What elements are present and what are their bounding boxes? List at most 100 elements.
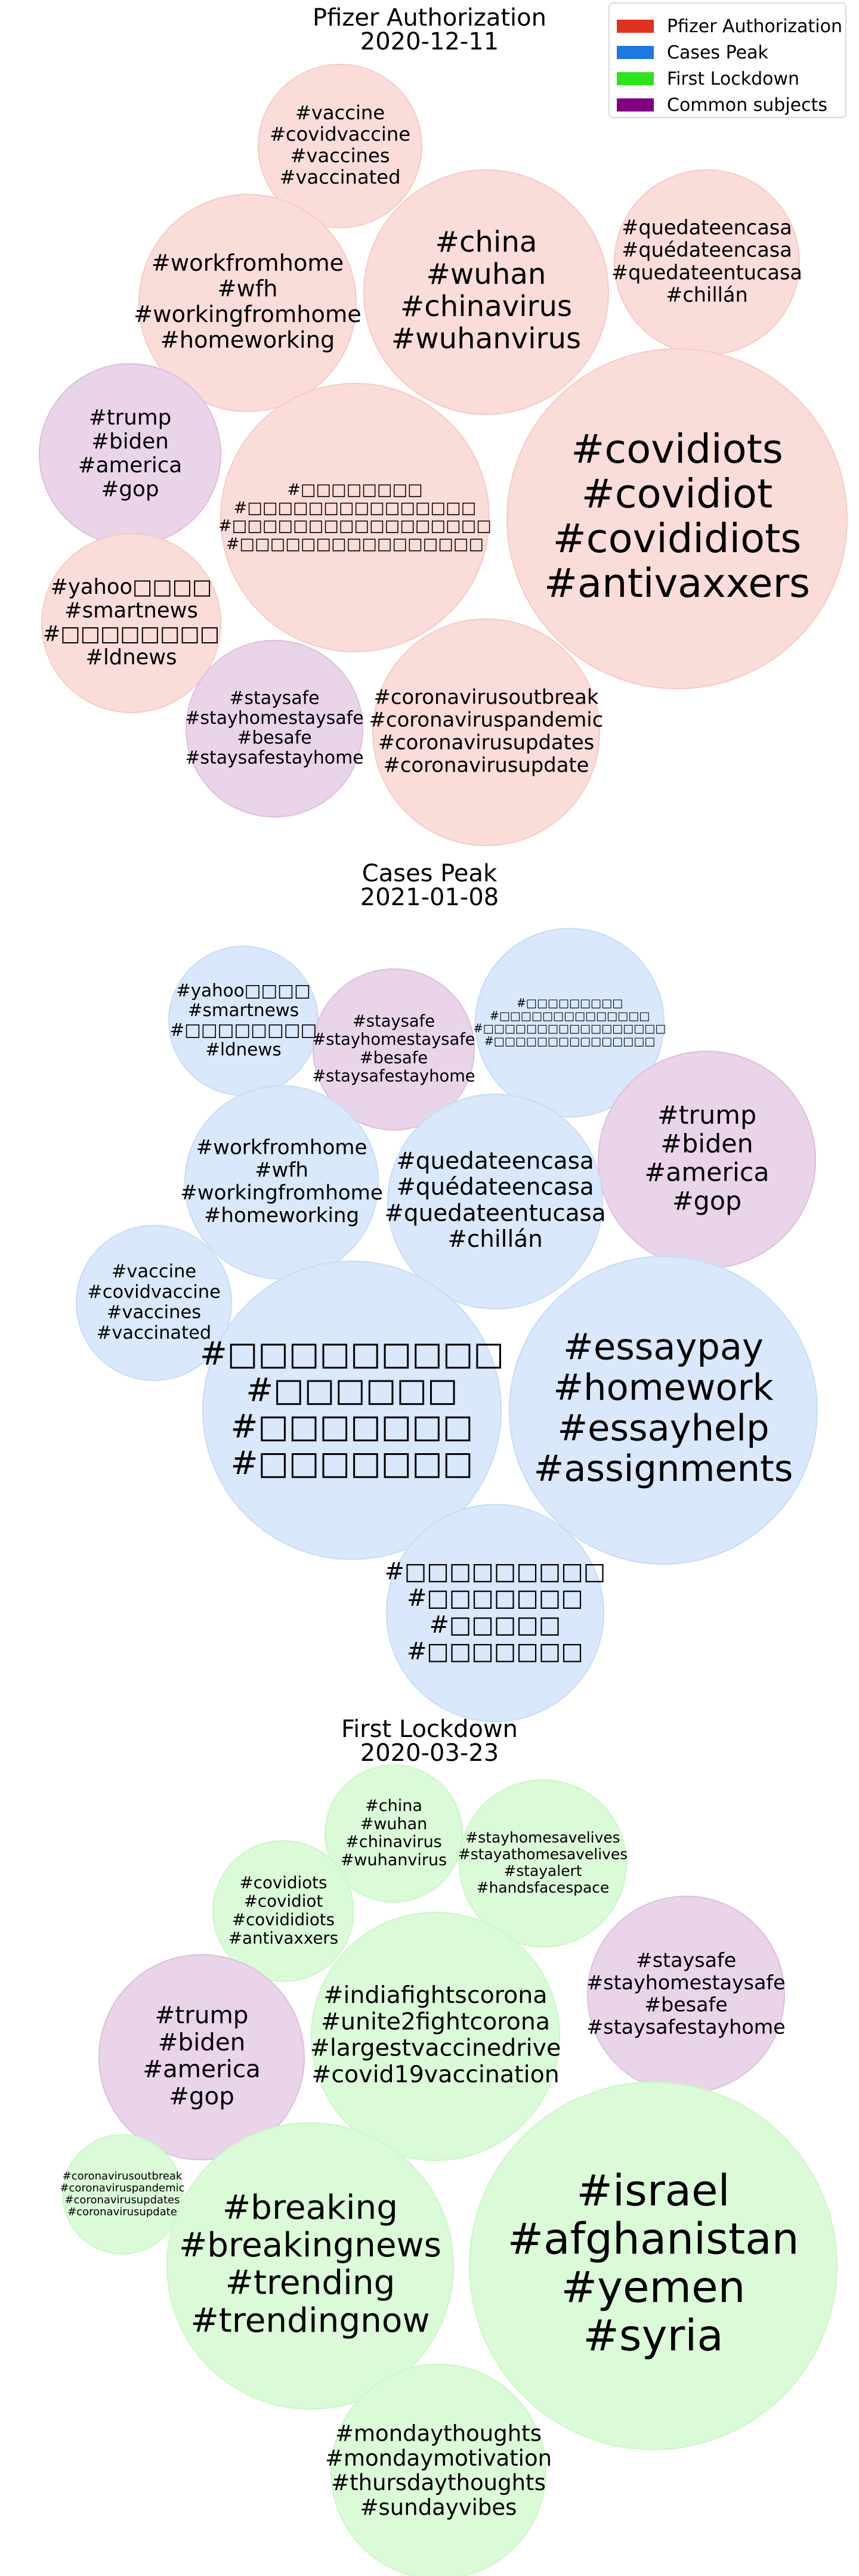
panel-title: Cases Peak xyxy=(362,860,498,887)
bubble-hashtag: #essayhelp xyxy=(557,1408,769,1450)
bubble-hashtag: #chillán xyxy=(666,283,747,306)
bubble-hashtag: #america xyxy=(644,1157,769,1187)
legend-label: First Lockdown xyxy=(667,68,800,89)
panel-pfizer-authorization: #vaccine#covidvaccine#vaccines#vaccinate… xyxy=(39,4,848,846)
bubble-hashtag: #gop xyxy=(101,477,159,501)
panel-date: 2021-01-08 xyxy=(360,884,499,911)
bubble-hashtag: #homeworking xyxy=(204,1204,359,1228)
bubble-hashtag: #□□□□□□□□□ xyxy=(385,1558,606,1586)
bubble-hashtag: #syria xyxy=(583,2311,723,2361)
bubble-hashtag: #□□□□□□□□□□□□□□□□ xyxy=(226,535,484,553)
bubble-hashtag: #chinavirus xyxy=(400,290,572,323)
bubble xyxy=(509,1256,818,1565)
legend-item: Cases Peak xyxy=(617,41,768,64)
bubble xyxy=(475,928,665,1117)
bubble-hashtag: #covidiots xyxy=(240,1872,327,1892)
bubble-hashtag: #□□□□□□ xyxy=(246,1371,458,1409)
bubble-hashtag: #□□□□□□□□□ xyxy=(200,1334,504,1372)
bubble-common xyxy=(98,1954,305,2160)
panel-cases-peak: #yahoo□□□□#smartnews#□□□□□□□□#ldnews #sta… xyxy=(76,860,818,1722)
bubble-hashtag: #covidiots xyxy=(571,426,783,472)
bubble-hashtag: #unite2fightcorona xyxy=(321,2008,550,2035)
bubble-hashtag: #□□□□□□□□□□□□□□ xyxy=(490,1009,650,1023)
bubble xyxy=(363,169,609,415)
bubble-hashtag: #chillán xyxy=(447,1226,543,1253)
bubble-hashtag: #□□□□□□□□□□□□□□□ xyxy=(234,499,477,517)
bubble-hashtag: #trump xyxy=(155,2001,249,2029)
bubble-hashtag: #breaking xyxy=(223,2188,398,2227)
bubble-hashtag: #stayhomestaysafe xyxy=(586,1971,785,1994)
bubble-hashtag: #□□□□□□□□□□□□□□□□□ xyxy=(218,517,492,535)
bubble-hashtag: #vaccinated xyxy=(97,1323,211,1343)
bubble-hashtag: #stayalert xyxy=(503,1862,582,1880)
bubble-hashtag: #stayhomestaysafe xyxy=(312,1030,475,1049)
bubble-hashtag: #coronavirusoutbreak xyxy=(374,686,599,709)
bubble xyxy=(459,1779,627,1948)
legend-label: Cases Peak xyxy=(667,42,768,63)
bubble-hashtag: #mondaythoughts xyxy=(335,2420,542,2446)
bubble-hashtag: #staysafestayhome xyxy=(312,1067,475,1085)
bubble-hashtag: #vaccines xyxy=(290,144,390,167)
legend-swatch xyxy=(617,98,654,112)
bubble xyxy=(202,1261,502,1560)
bubble-hashtag: #biden xyxy=(91,429,169,454)
bubble-hashtag: #covidiot xyxy=(244,1891,323,1911)
bubble xyxy=(386,1504,604,1722)
bubble-hashtag: #biden xyxy=(158,2027,246,2056)
bubble-hashtag: #□□□□□□□ xyxy=(407,1637,583,1665)
legend-item: Common subjects xyxy=(617,93,827,117)
bubble-hashtag: #quédateencasa xyxy=(622,239,792,262)
bubble-hashtag: #sundayvibes xyxy=(360,2495,517,2521)
legend-item: Pfizer Authorization xyxy=(617,14,842,38)
bubble-common xyxy=(186,640,363,818)
panel-date: 2020-03-23 xyxy=(360,1739,499,1767)
bubble-hashtag: #quédateencasa xyxy=(396,1174,594,1201)
bubble xyxy=(372,618,600,846)
bubble-hashtag: #coronaviruspandemic xyxy=(369,708,604,732)
bubble-hashtag: #covididiots xyxy=(553,515,802,562)
bubble xyxy=(76,1225,232,1381)
bubble-hashtag: #workfromhome xyxy=(196,1135,367,1159)
bubble-hashtag: #america xyxy=(78,453,183,478)
legend-swatch xyxy=(617,46,654,59)
bubble-hashtag: #thursdaythoughts xyxy=(331,2470,546,2496)
bubble-hashtag: #coronavirusupdate xyxy=(384,753,589,776)
bubble-hashtag: #gop xyxy=(672,1186,741,1216)
bubble-hashtag: #wuhan xyxy=(427,258,546,291)
bubble-hashtag: #staysafe xyxy=(353,1013,435,1031)
legend-item: First Lockdown xyxy=(617,67,799,91)
bubble-hashtag: #□□□□□□□□□□□□□□□□□ xyxy=(474,1021,666,1035)
bubble-hashtag: #handsfacespace xyxy=(477,1879,609,1896)
bubble xyxy=(62,2134,183,2255)
bubble-hashtag: #□□□□□□□□ xyxy=(43,622,220,646)
bubble-hashtag: #coronavirusoutbreak xyxy=(63,2170,183,2182)
bubble-hashtag: #covidiot xyxy=(582,470,773,517)
bubble-hashtag: #stayhomesavelives xyxy=(465,1829,620,1846)
bubble-hashtag: #gop xyxy=(169,2082,234,2110)
bubble xyxy=(506,348,848,689)
bubble xyxy=(138,194,357,412)
bubble-hashtag: #coronavirusupdate xyxy=(67,2206,177,2218)
bubble-hashtag: #ldnews xyxy=(205,1039,282,1060)
bubble-hashtag: #staysafe xyxy=(636,1949,736,1972)
bubble-hashtag: #besafe xyxy=(644,1993,727,2016)
bubble-hashtag: #besafe xyxy=(360,1049,428,1067)
bubble-hashtag: #□□□□□□□ xyxy=(231,1407,474,1445)
bubble xyxy=(469,2082,838,2450)
bubble-hashtag: #covid19vaccination xyxy=(311,2061,560,2088)
bubble-hashtag: #yahoo□□□□ xyxy=(176,980,311,1001)
bubble-hashtag: #trendingnow xyxy=(190,2301,430,2340)
bubble-hashtag: #largestvaccinedrive xyxy=(310,2035,561,2062)
bubble-hashtag: #besafe xyxy=(237,727,311,748)
bubble xyxy=(212,1840,354,1982)
bubble-hashtag: #□□□□□□□□ xyxy=(170,1020,317,1040)
bubble-hashtag: #trump xyxy=(657,1101,756,1131)
bubble-hashtag: #smartnews xyxy=(188,1000,299,1020)
bubble-hashtag: #wuhan xyxy=(360,1815,428,1833)
bubble-hashtag: #staysafestayhome xyxy=(586,2015,785,2038)
bubble xyxy=(387,1094,603,1309)
bubble-hashtag: #coronavirusupdates xyxy=(64,2194,180,2206)
bubble-hashtag: #□□□□□□□□□□□□□□□ xyxy=(484,1035,656,1048)
bubble-hashtag: #□□□□□□□ xyxy=(231,1444,474,1482)
bubble-hashtag: #quedateentucasa xyxy=(384,1200,605,1227)
